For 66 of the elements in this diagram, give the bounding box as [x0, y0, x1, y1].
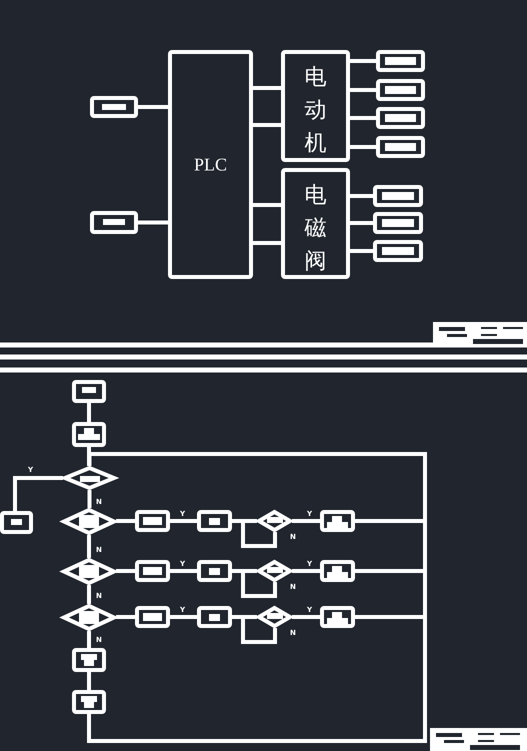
connector-line: [87, 585, 91, 604]
process-box: [376, 136, 425, 158]
connector-line: [292, 615, 320, 619]
connector-line: [350, 221, 373, 225]
decision-diamond: [257, 560, 292, 582]
connector-line: [253, 86, 281, 90]
node-label: PLC: [194, 154, 227, 175]
connector-line: [350, 145, 376, 149]
connector-line: [292, 569, 320, 573]
connector-line: [87, 535, 91, 558]
connector-line: [87, 403, 91, 422]
process-box: [0, 511, 33, 534]
process-box: [376, 107, 425, 129]
process-box: [320, 560, 355, 582]
process-box: [376, 79, 425, 101]
connector-line: [87, 672, 91, 690]
connector-line: [170, 569, 197, 573]
process-box: [320, 606, 355, 628]
connector-line: [170, 519, 197, 523]
connector-line: [87, 447, 91, 466]
process-box: [72, 648, 106, 672]
process-box: [135, 510, 170, 532]
connector-line: [350, 249, 373, 253]
process-box: [72, 422, 106, 447]
connector-line: [170, 615, 197, 619]
process-box: [373, 240, 423, 262]
decision-diamond: [257, 510, 292, 532]
process-box: [72, 380, 106, 403]
process-box: [376, 50, 425, 72]
connector-line: [13, 476, 63, 511]
connector-line: [87, 452, 427, 743]
decision-diamond: [62, 508, 116, 535]
connector-line: [116, 519, 135, 523]
process-box: [135, 606, 170, 628]
connector-line: [116, 569, 135, 573]
connector-line: [350, 116, 376, 120]
process-box: [90, 96, 138, 118]
component-box: [168, 50, 253, 279]
component-box: [281, 50, 350, 162]
process-box: [197, 560, 232, 582]
node-label: 电磁阀: [304, 181, 328, 275]
connector-line: [87, 631, 91, 648]
decision-diamond: [62, 604, 116, 631]
decision-diamond: [62, 558, 116, 585]
process-box: [135, 560, 170, 582]
connector-line: [350, 88, 376, 92]
component-box: [281, 168, 350, 279]
process-box: [72, 690, 106, 714]
process-box: [373, 212, 423, 234]
connector-line: [350, 194, 373, 198]
connector-line: [350, 59, 376, 63]
connector-line: [253, 123, 281, 127]
connector-line: [253, 241, 281, 245]
connector-line: [116, 615, 135, 619]
connector-line: [253, 203, 281, 207]
process-box: [320, 510, 355, 532]
node-label: 电动机: [304, 63, 328, 157]
connector-line: [138, 105, 168, 109]
process-box: [90, 211, 138, 234]
connector-line: [138, 220, 168, 224]
connector-line: [292, 519, 320, 523]
process-box: [373, 185, 423, 207]
process-box: [197, 510, 232, 532]
connector-line: [88, 490, 92, 508]
decision-diamond: [257, 606, 292, 628]
process-box: [197, 606, 232, 628]
